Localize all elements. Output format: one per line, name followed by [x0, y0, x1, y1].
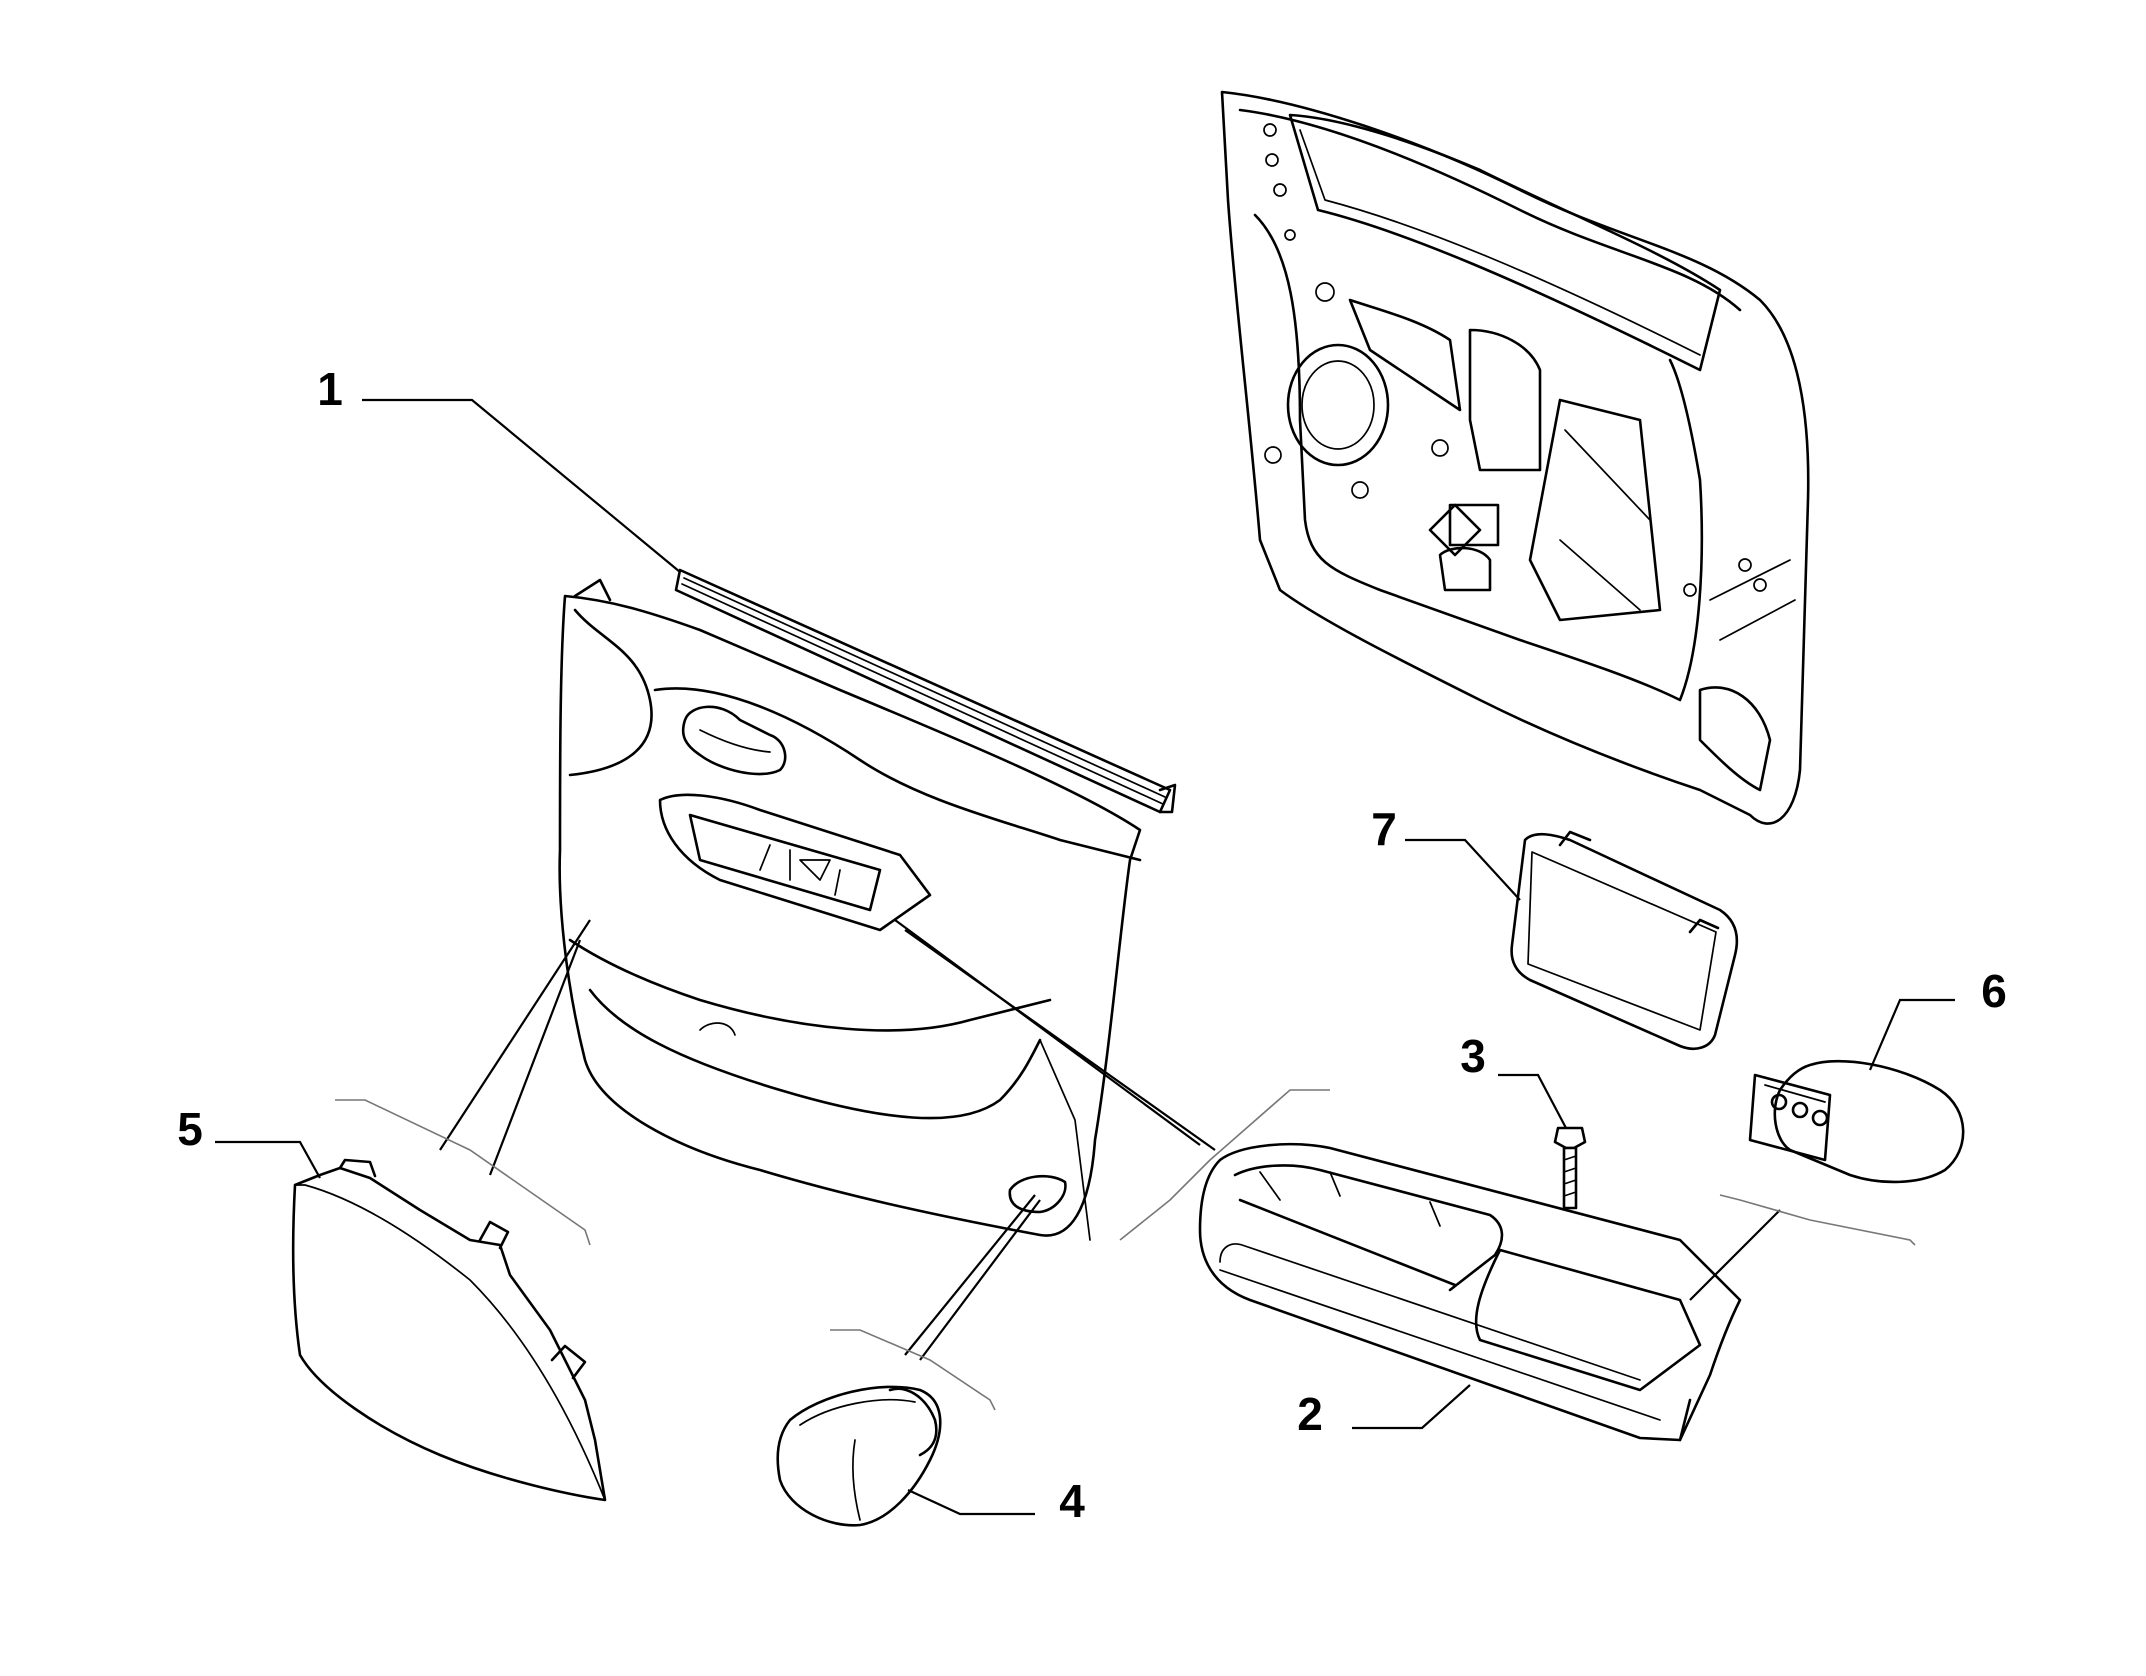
callout-labels: 1 2 3 4 5 6 7	[177, 363, 2007, 1527]
callout-3: 3	[1460, 1030, 1486, 1082]
callout-leaders	[215, 398, 1955, 1516]
pull-cup-4	[776, 1385, 942, 1527]
window-seal-strip	[674, 568, 1177, 814]
door-trim-panel	[558, 578, 1142, 1241]
side-cover-5	[291, 1158, 607, 1502]
cover-plate-7	[1510, 830, 1739, 1050]
callout-4: 4	[1059, 1475, 1085, 1527]
callout-2: 2	[1297, 1388, 1323, 1440]
callout-7: 7	[1371, 803, 1397, 855]
callout-1: 1	[317, 363, 343, 415]
switch-bezel-6	[1748, 1059, 1965, 1184]
door-frame	[1220, 90, 1810, 825]
callout-6: 6	[1981, 965, 2007, 1017]
assembly-guide-lines	[335, 919, 1916, 1411]
callout-5: 5	[177, 1103, 203, 1155]
armrest-tray-2	[1198, 1142, 1742, 1442]
